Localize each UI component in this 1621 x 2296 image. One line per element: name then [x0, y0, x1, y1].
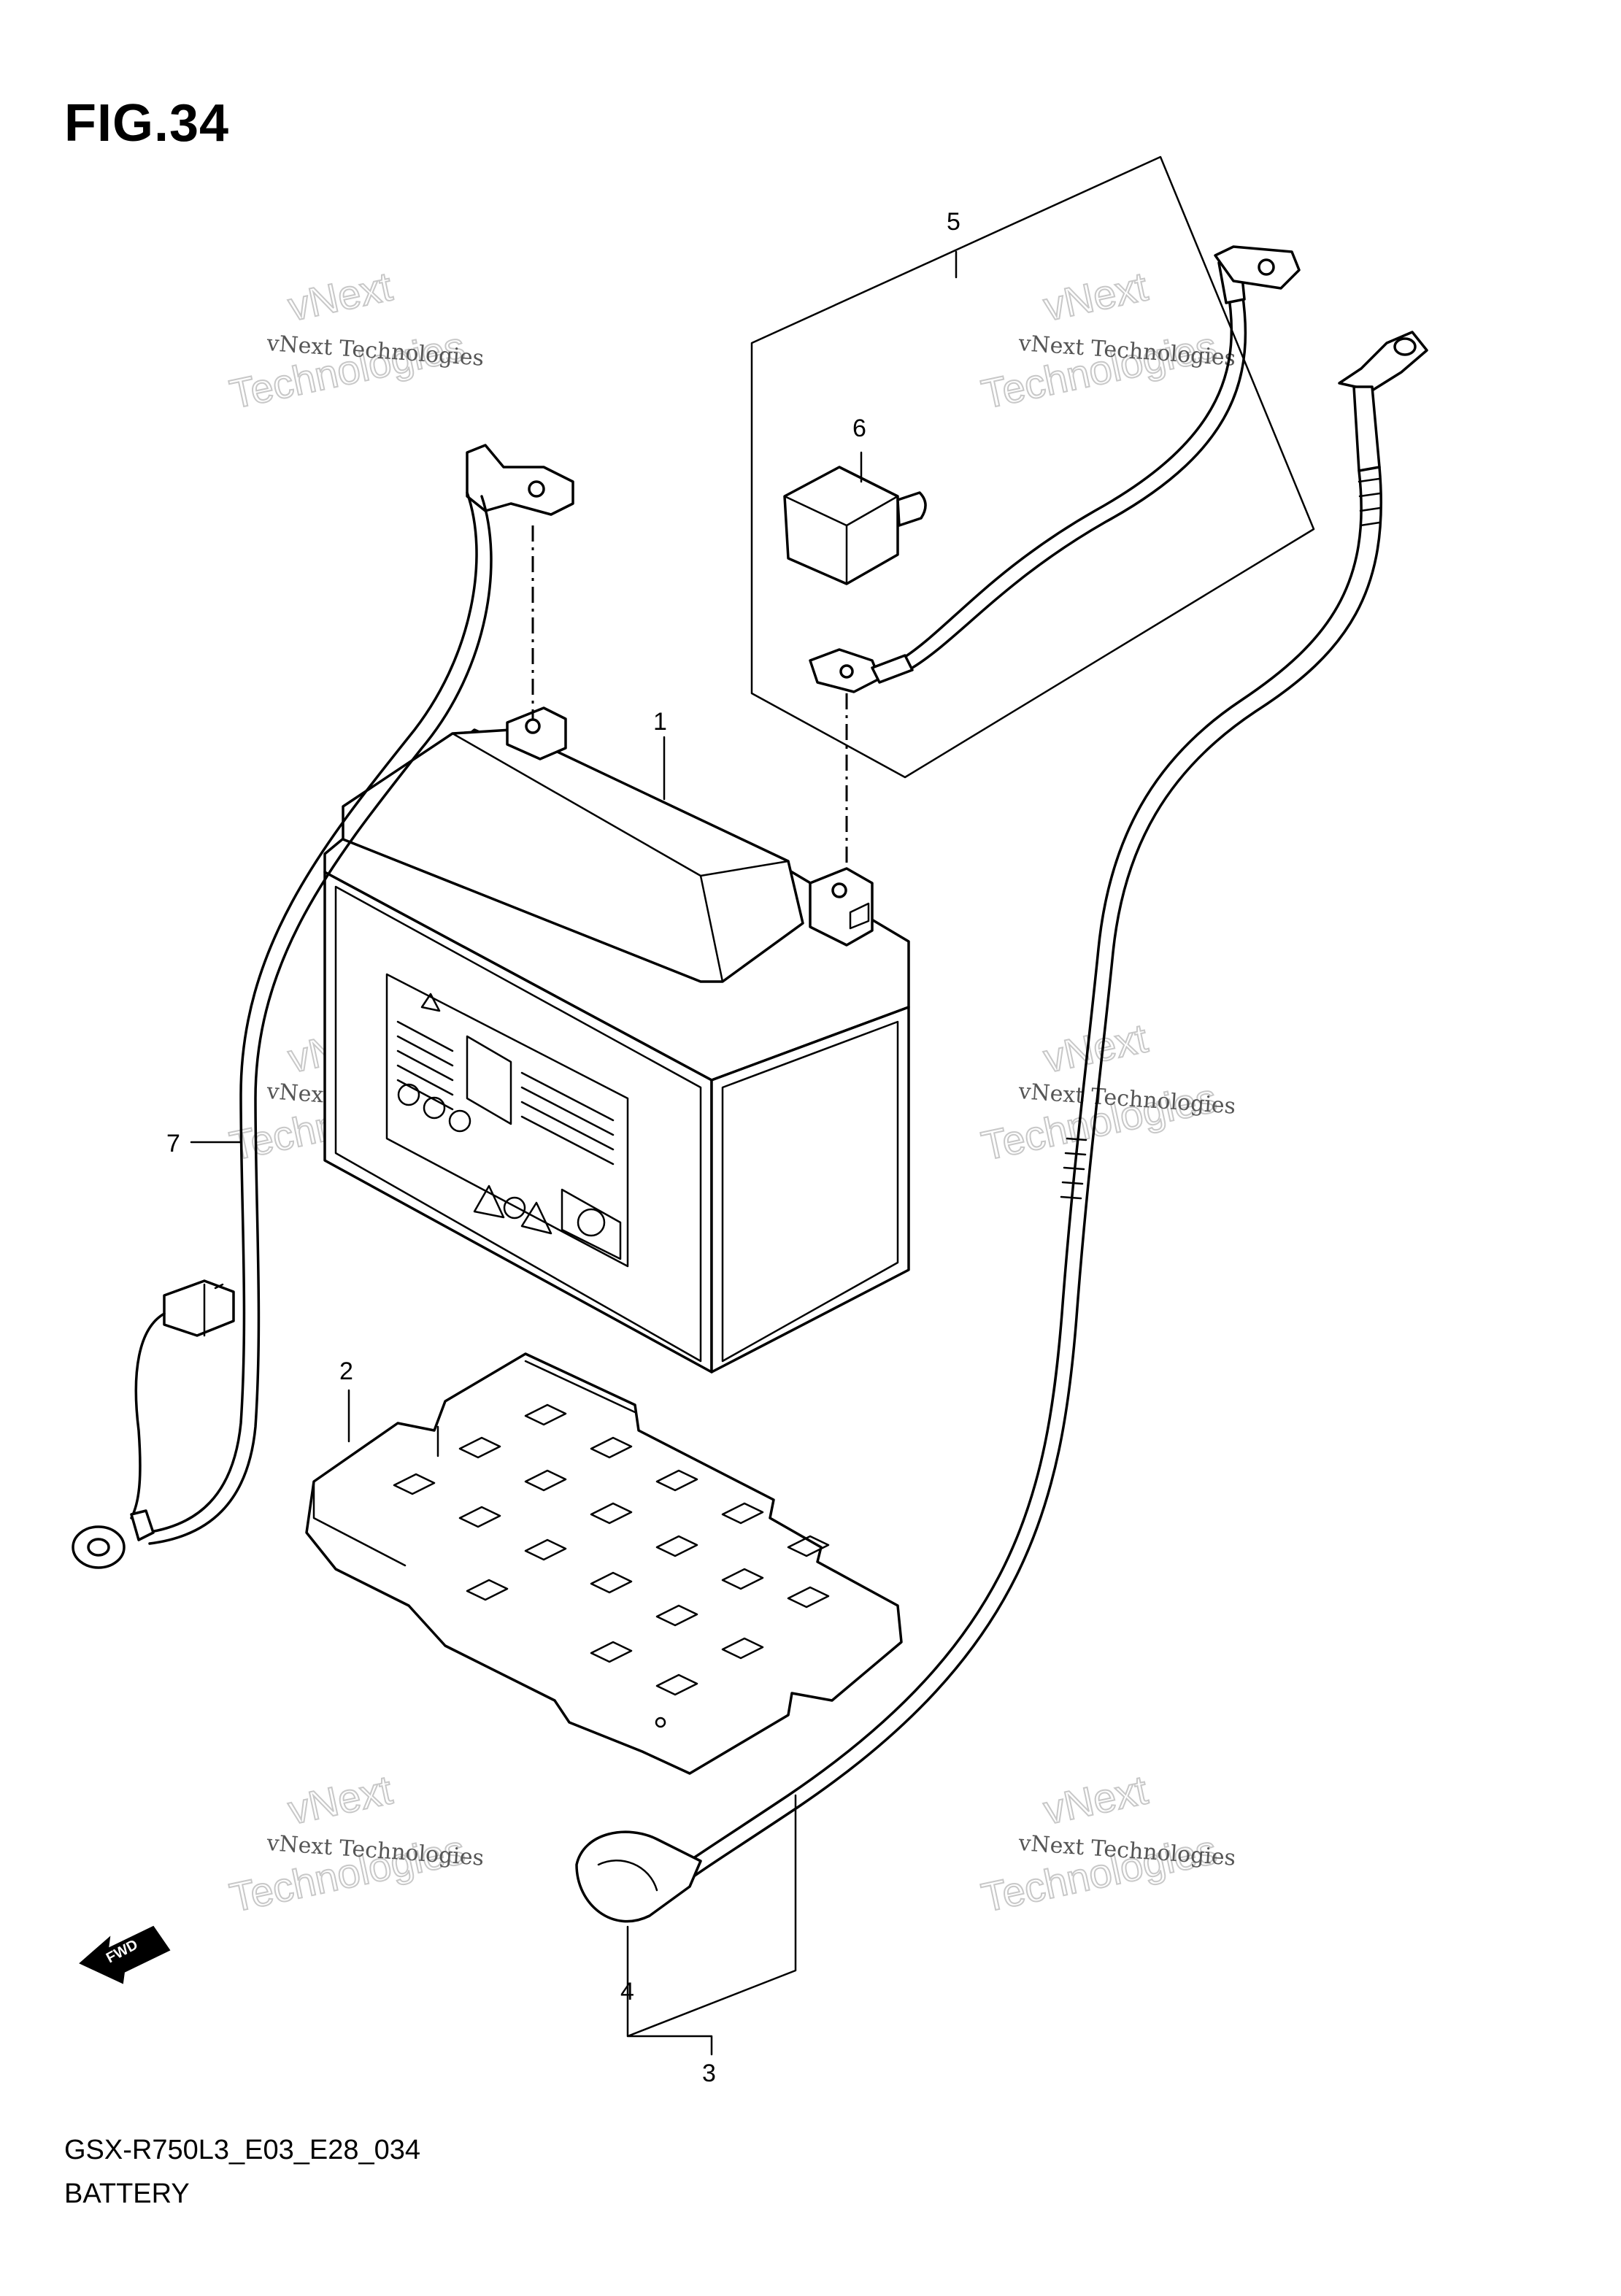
svg-text:vNext: vNext: [284, 1766, 396, 1833]
kit-frame-part-5: [750, 155, 1315, 779]
leader-bracket-3-4: [626, 1794, 797, 2056]
battery-part-1: [323, 706, 910, 1374]
negative-lead-part-7: [72, 444, 574, 1569]
figure-name: BATTERY: [64, 2178, 190, 2209]
callout-2: 2: [339, 1357, 353, 1385]
callout-3: 3: [702, 2060, 716, 2087]
watermark-top-right: vNext Technologies vNext Technologies: [977, 262, 1236, 417]
callout-4: 4: [620, 1978, 634, 2006]
svg-text:vNext: vNext: [284, 263, 396, 329]
fwd-arrow-icon: FWD: [79, 1925, 171, 1984]
figure-code: GSX-R750L3_E03_E28_034: [64, 2135, 421, 2165]
figure-title: FIG.34: [64, 94, 230, 153]
watermark-bottom-left: vNext Technologies vNext Technologies: [225, 1765, 485, 1921]
svg-text:vNext: vNext: [1039, 263, 1152, 329]
callout-5: 5: [947, 208, 960, 236]
callout-6: 6: [852, 415, 866, 442]
svg-text:vNext: vNext: [1039, 1766, 1152, 1833]
watermark-bottom-right: vNext Technologies vNext Technologies: [977, 1765, 1236, 1921]
svg-text:vNext: vNext: [1039, 1014, 1152, 1081]
cable-part-3: [575, 331, 1428, 1923]
tray-part-2: [305, 1352, 903, 1775]
watermark-top-left: vNext Technologies vNext Technologies: [225, 262, 485, 417]
terminal-cover-part-6: [783, 466, 927, 585]
positive-cable-part-5: [809, 245, 1301, 693]
watermark-mid-right: vNext Technologies vNext Technologies: [977, 1014, 1236, 1169]
callout-7: 7: [166, 1130, 180, 1157]
callout-1: 1: [653, 708, 667, 736]
